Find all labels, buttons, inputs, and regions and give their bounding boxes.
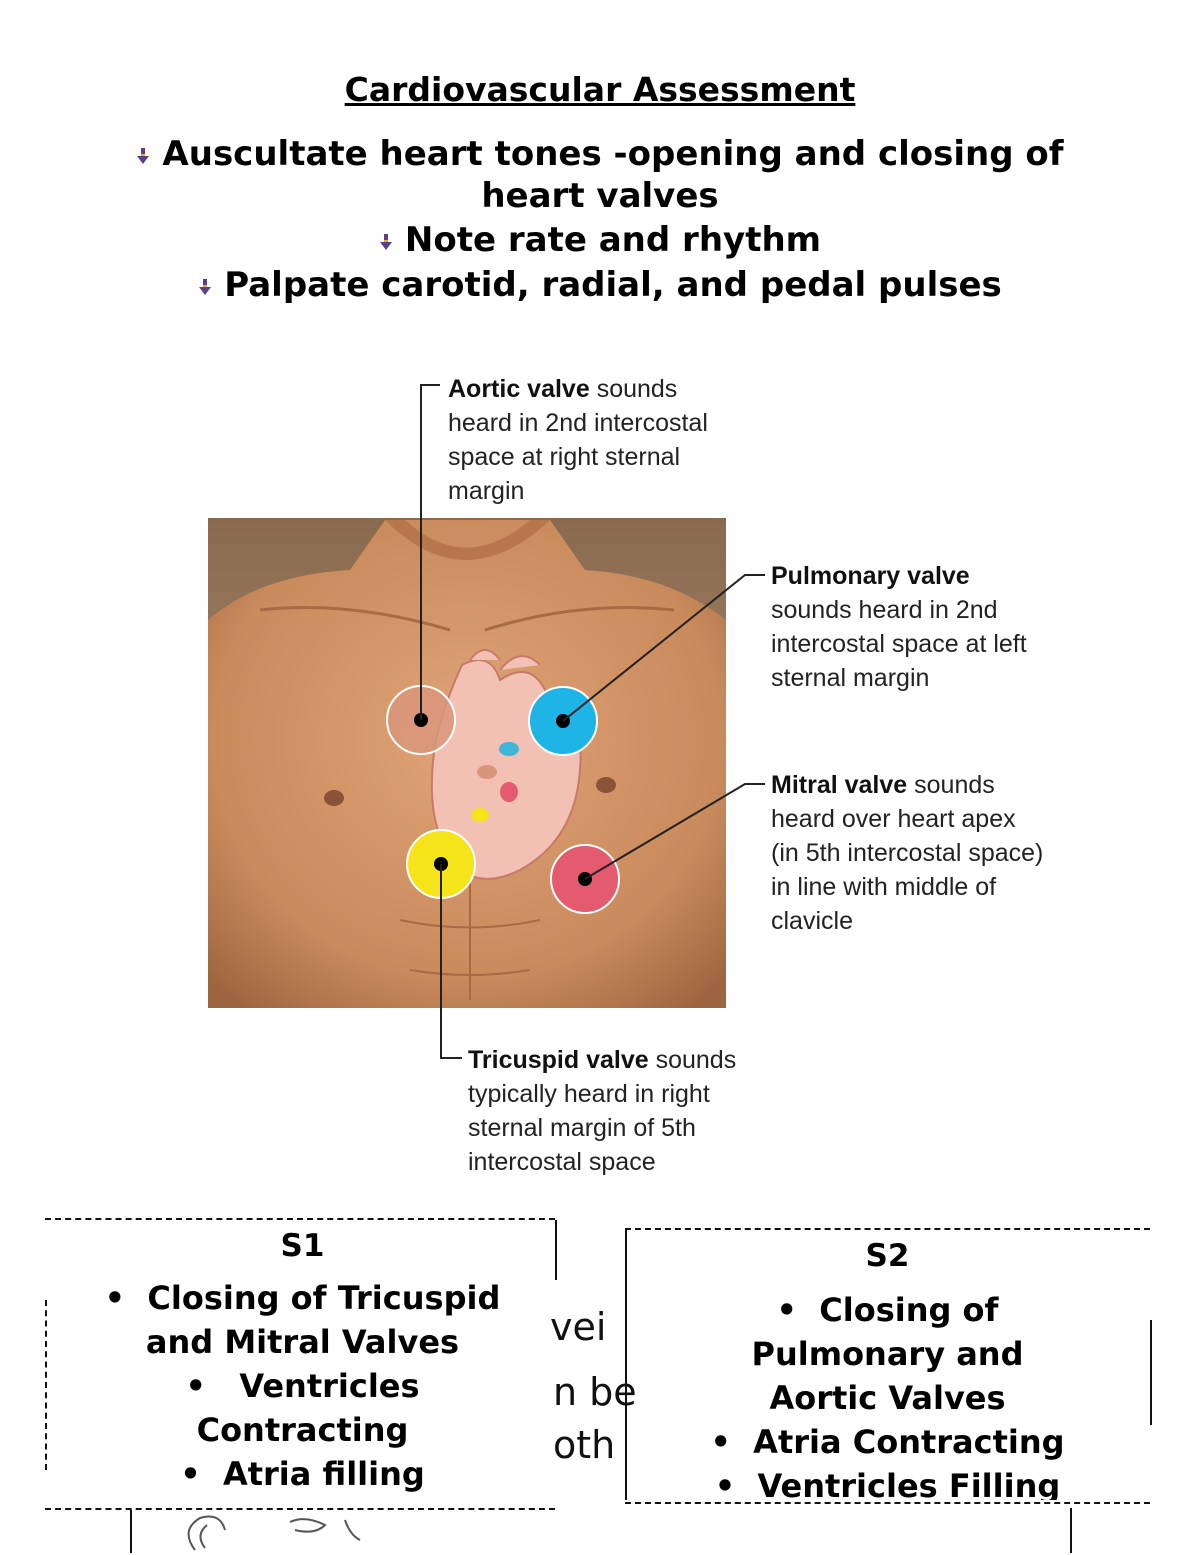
s1-box: S1 • Closing of Tricuspid and Mitral Val… xyxy=(50,1228,555,1496)
s2-item: • Ventricles Filling xyxy=(714,1467,1061,1500)
heart-valve-figure: Aortic valve sounds heard in 2nd interco… xyxy=(200,360,1120,1180)
arrow-bullet-icon xyxy=(379,233,392,250)
s2-item: • Closing of xyxy=(776,1291,999,1329)
pulmonary-valve-label: Pulmonary valve sounds heard in 2nd inte… xyxy=(771,562,1027,692)
aortic-valve-label: Aortic valve sounds heard in 2nd interco… xyxy=(448,375,708,505)
s2-right-border xyxy=(1150,1320,1152,1425)
obscured-text: n be xyxy=(553,1370,637,1414)
s1-item: • Closing of Tricuspid xyxy=(104,1279,501,1317)
arrow-bullet-icon xyxy=(199,278,212,295)
page-title: Cardiovascular Assessment xyxy=(344,70,856,109)
bullet-continuation: heart valves xyxy=(481,176,719,216)
obscured-text: vei xyxy=(550,1305,607,1349)
s2-heading: S2 xyxy=(865,1238,910,1274)
s1-right-border xyxy=(555,1220,557,1280)
bullet-text: Auscultate heart tones -opening and clos… xyxy=(162,134,1064,174)
s2-item: • Atria Contracting xyxy=(710,1423,1065,1461)
s1-left-border xyxy=(45,1300,47,1470)
s2-left-border xyxy=(625,1230,627,1500)
bullet-item: Note rate and rhythm xyxy=(0,218,1200,262)
bullet-item: Palpate carotid, radial, and pedal pulse… xyxy=(0,263,1200,307)
obscured-text: oth xyxy=(553,1423,616,1467)
s1-item: • Ventricles xyxy=(185,1367,420,1405)
tricuspid-valve-label: Tricuspid valve sounds typically heard i… xyxy=(468,1046,737,1176)
s1-bottom-border xyxy=(45,1508,555,1510)
bullet-item: Auscultate heart tones -opening and clos… xyxy=(0,132,1200,176)
mitral-valve-label: Mitral valve sounds heard over heart ape… xyxy=(771,771,1044,935)
lower-frame-right xyxy=(1070,1508,1072,1553)
s2-item-continuation: Aortic Valves xyxy=(769,1379,1006,1417)
s2-box: S2 • Closing of Pulmonary and Aortic Val… xyxy=(630,1238,1145,1500)
s2-item-continuation: Pulmonary and xyxy=(751,1335,1024,1373)
ear-sketch-icon xyxy=(187,1515,361,1551)
bullet-text: Note rate and rhythm xyxy=(404,220,822,260)
s2-top-border xyxy=(625,1228,1150,1230)
bullet-text: Palpate carotid, radial, and pedal pulse… xyxy=(224,265,1002,305)
s1-item-continuation: and Mitral Valves xyxy=(145,1323,460,1361)
s1-top-border xyxy=(45,1218,555,1220)
torso-illustration xyxy=(208,384,765,1059)
s1-heading: S1 xyxy=(280,1228,325,1264)
s1-item: • Atria filling xyxy=(180,1455,425,1493)
lower-frame-left xyxy=(130,1510,132,1553)
s1-item-continuation: Contracting xyxy=(196,1411,409,1449)
arrow-bullet-icon xyxy=(137,147,150,164)
s2-bottom-border xyxy=(625,1502,1150,1504)
